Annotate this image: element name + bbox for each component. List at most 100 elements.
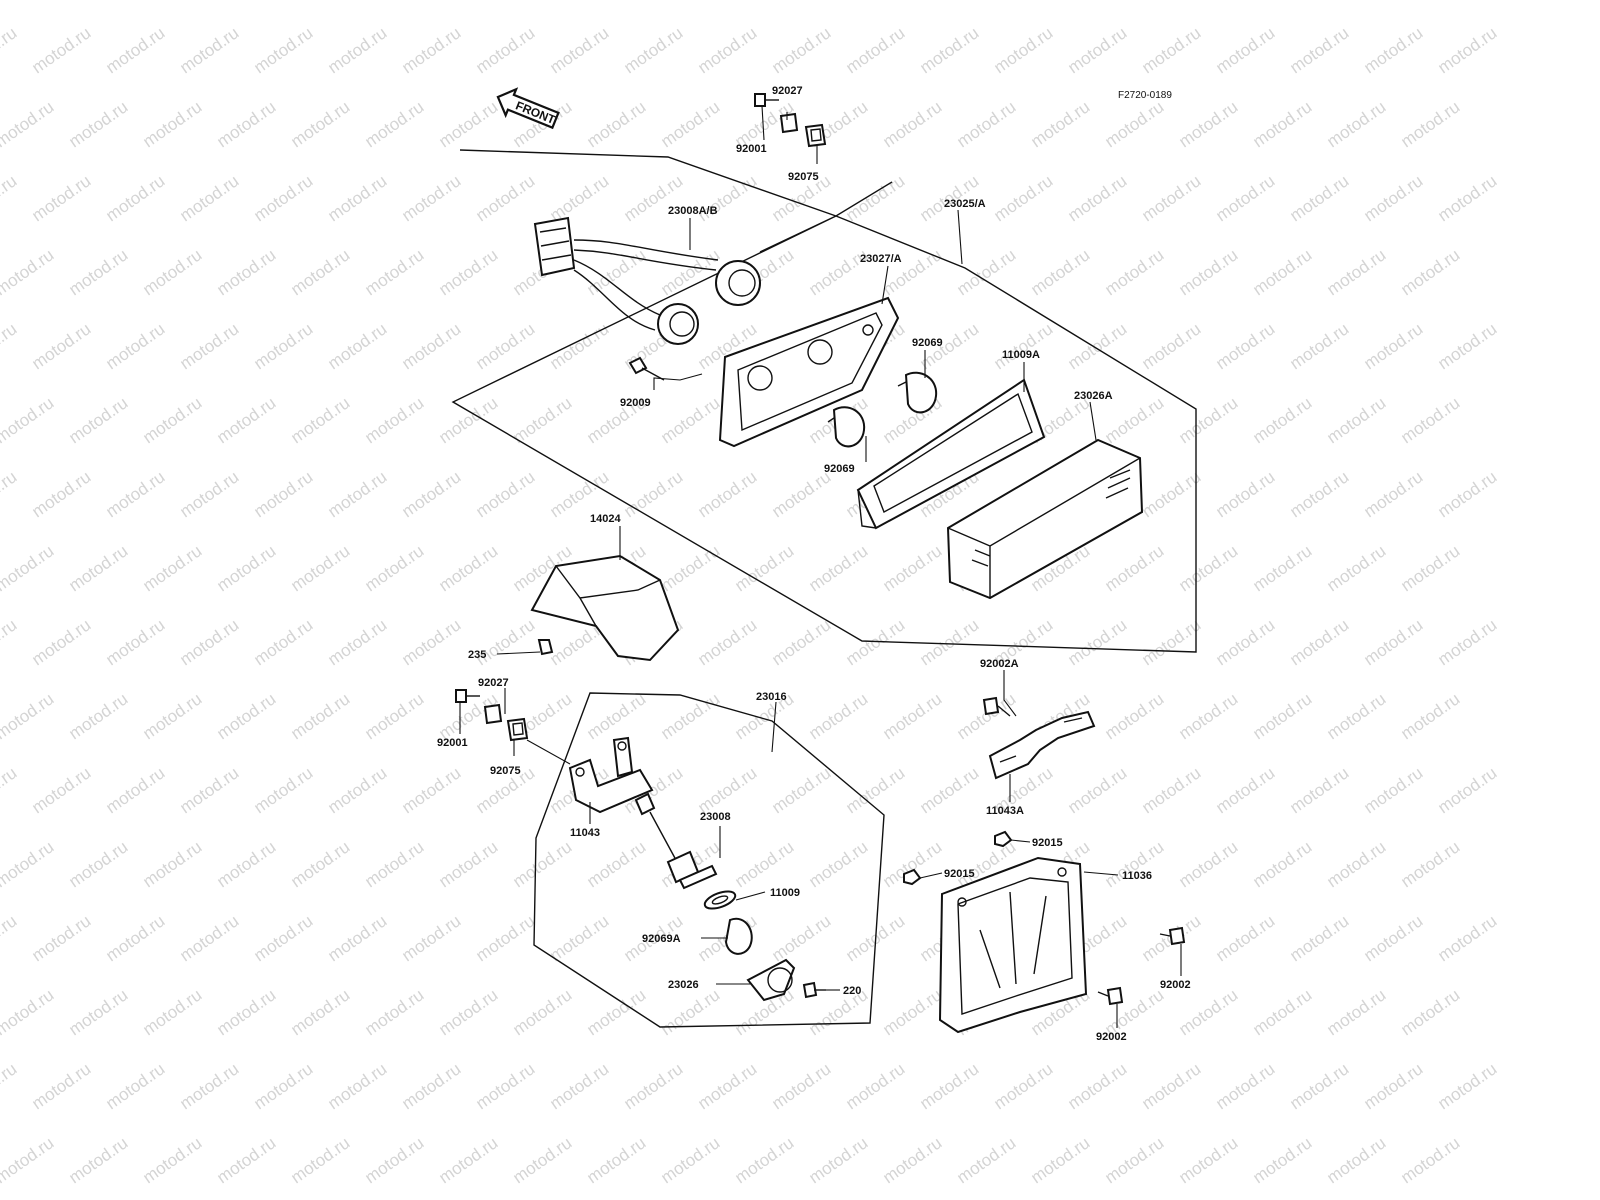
watermark-text: motod.ru	[546, 319, 612, 373]
damper-92075-lower	[506, 717, 529, 742]
watermark-text: motod.ru	[1101, 1133, 1167, 1187]
watermark-text: motod.ru	[1212, 763, 1278, 817]
watermark-text: motod.ru	[1397, 837, 1463, 891]
watermark-text: motod.ru	[435, 541, 501, 595]
label-92069-right: 92069	[912, 337, 943, 349]
watermark-text: motod.ru	[28, 763, 94, 817]
watermark-text: motod.ru	[1175, 541, 1241, 595]
watermark-text: motod.ru	[953, 0, 1019, 3]
watermark-text: motod.ru	[65, 1133, 131, 1187]
watermark-text: motod.ru	[139, 985, 205, 1039]
watermark-text: motod.ru	[1397, 393, 1463, 447]
watermark-text: motod.ru	[1064, 763, 1130, 817]
watermark-text: motod.ru	[1101, 97, 1167, 151]
watermark-text: motod.ru	[0, 689, 57, 743]
screw-92009	[628, 356, 665, 381]
watermark-text: motod.ru	[953, 1133, 1019, 1187]
watermark-text: motod.ru	[176, 1059, 242, 1113]
label-11043a: 11043A	[986, 805, 1024, 817]
watermark-text: motod.ru	[768, 911, 834, 965]
watermark-text: motod.ru	[1286, 23, 1352, 77]
label-23026a: 23026A	[1074, 390, 1113, 402]
plate-bracket-11036	[938, 856, 1088, 1034]
watermark-text: motod.ru	[916, 1059, 982, 1113]
watermark-text: motod.ru	[546, 911, 612, 965]
tail-lens-23026a	[946, 438, 1144, 600]
watermark-text: motod.ru	[1027, 97, 1093, 151]
watermark-text: motod.ru	[0, 97, 57, 151]
watermark-text: motod.ru	[361, 689, 427, 743]
watermark-text: motod.ru	[1138, 763, 1204, 817]
watermark-text: motod.ru	[213, 97, 279, 151]
watermark-text: motod.ru	[1360, 615, 1426, 669]
watermark-text: motod.ru	[1064, 1059, 1130, 1113]
label-92002a: 92002A	[980, 658, 1019, 670]
watermark-text: motod.ru	[1397, 0, 1463, 3]
watermark-text: motod.ru	[879, 1133, 945, 1187]
watermark-text: motod.ru	[0, 541, 57, 595]
bracket-11043	[568, 736, 654, 814]
watermark-text: motod.ru	[287, 97, 353, 151]
watermark-text: motod.ru	[65, 689, 131, 743]
watermark-text: motod.ru	[1323, 245, 1389, 299]
watermark-text: motod.ru	[879, 689, 945, 743]
label-235: 235	[468, 649, 486, 661]
label-23008ab: 23008A/B	[668, 205, 718, 217]
lens-23026	[746, 958, 796, 1002]
watermark-text: motod.ru	[1323, 1133, 1389, 1187]
watermark-text: motod.ru	[0, 911, 20, 965]
watermark-text: motod.ru	[879, 0, 945, 3]
watermark-text: motod.ru	[620, 467, 686, 521]
watermark-text: motod.ru	[176, 615, 242, 669]
label-11036: 11036	[1122, 870, 1152, 882]
tail-lamp-group-outline	[451, 149, 1197, 653]
watermark-text: motod.ru	[1101, 245, 1167, 299]
watermark-text: motod.ru	[731, 541, 797, 595]
watermark-text: motod.ru	[176, 911, 242, 965]
watermark-text: motod.ru	[1286, 763, 1352, 817]
watermark-text: motod.ru	[435, 1133, 501, 1187]
watermark-text: motod.ru	[472, 1059, 538, 1113]
watermark-text: motod.ru	[435, 0, 501, 3]
watermark-text: motod.ru	[1212, 171, 1278, 225]
watermark-text: motod.ru	[0, 985, 57, 1039]
watermark-text: motod.ru	[805, 837, 871, 891]
watermark-text: motod.ru	[1249, 245, 1315, 299]
label-92002-right: 92002	[1160, 979, 1191, 991]
label-92069a: 92069A	[642, 933, 681, 945]
watermark-text: motod.ru	[139, 1133, 205, 1187]
watermark-text: motod.ru	[1323, 837, 1389, 891]
watermark-text: motod.ru	[916, 23, 982, 77]
watermark-text: motod.ru	[102, 1059, 168, 1113]
watermark-text: motod.ru	[583, 837, 649, 891]
watermark-text: motod.ru	[1286, 911, 1352, 965]
watermark-text: motod.ru	[324, 467, 390, 521]
watermark-text: motod.ru	[65, 245, 131, 299]
watermark-text: motod.ru	[1323, 985, 1389, 1039]
watermark-text: motod.ru	[1434, 319, 1500, 373]
watermark-text: motod.ru	[620, 23, 686, 77]
bracket-11043a	[988, 710, 1096, 780]
watermark-text: motod.ru	[324, 911, 390, 965]
watermark-text: motod.ru	[361, 837, 427, 891]
watermark-text: motod.ru	[731, 837, 797, 891]
label-220: 220	[843, 985, 861, 997]
watermark-text: motod.ru	[250, 467, 316, 521]
watermark-text: motod.ru	[546, 171, 612, 225]
watermark-text: motod.ru	[250, 171, 316, 225]
watermark-text: motod.ru	[324, 171, 390, 225]
watermark-text: motod.ru	[398, 171, 464, 225]
watermark-text: motod.ru	[546, 23, 612, 77]
watermark-text: motod.ru	[1360, 319, 1426, 373]
watermark-text: motod.ru	[0, 467, 20, 521]
screw-235	[537, 639, 554, 656]
watermark-text: motod.ru	[28, 171, 94, 225]
watermark-text: motod.ru	[102, 319, 168, 373]
watermark-text: motod.ru	[1249, 837, 1315, 891]
watermark-text: motod.ru	[1064, 171, 1130, 225]
watermark-text: motod.ru	[1175, 97, 1241, 151]
watermark-text: motod.ru	[916, 615, 982, 669]
watermark-text: motod.ru	[435, 393, 501, 447]
watermark-text: motod.ru	[694, 763, 760, 817]
